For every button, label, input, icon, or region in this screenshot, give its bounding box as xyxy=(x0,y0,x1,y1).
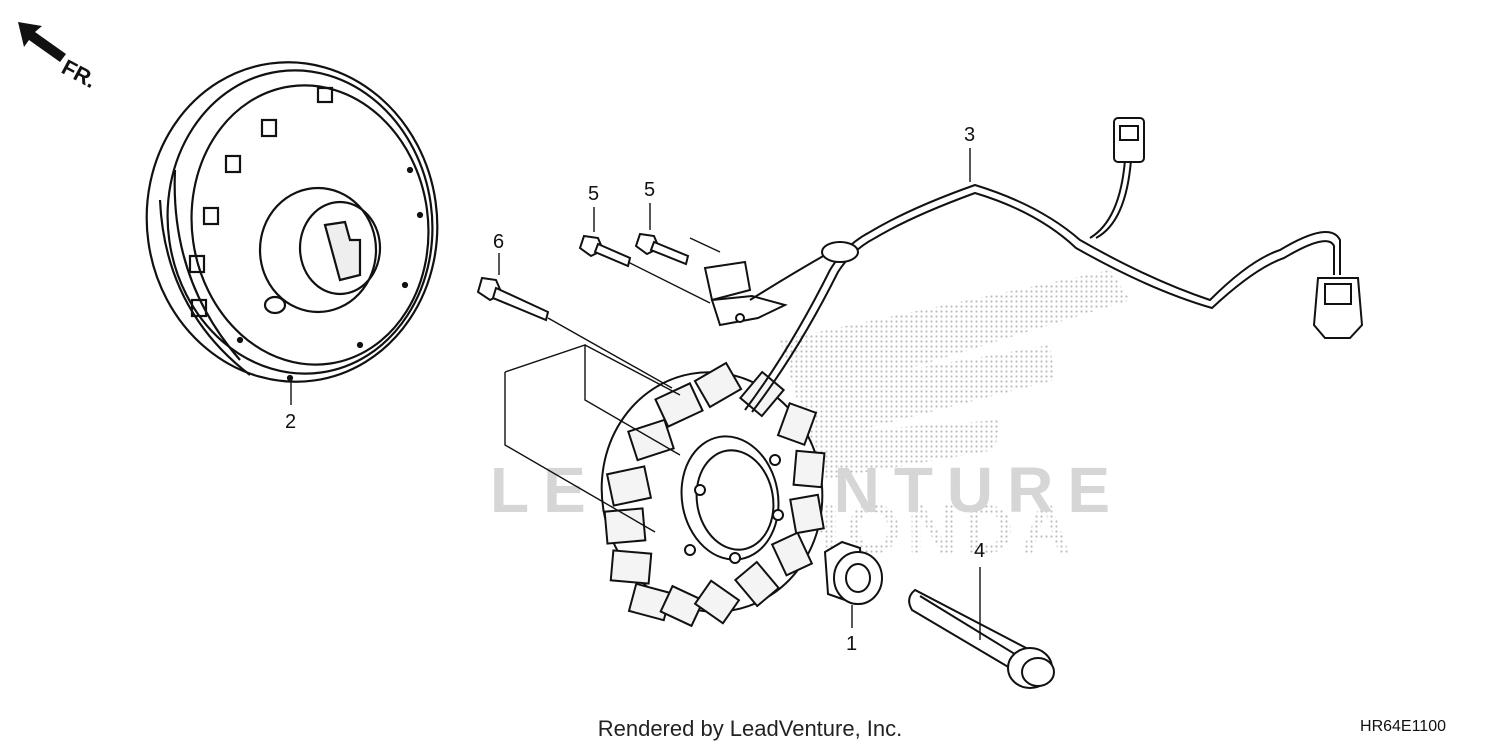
callout-1: 1 xyxy=(846,633,857,655)
callout-5b: 5 xyxy=(644,179,655,201)
callout-5: 5 xyxy=(588,183,599,205)
footer-credit: Rendered by LeadVenture, Inc. xyxy=(597,716,903,741)
stator-bolt xyxy=(476,276,550,322)
diagram-code: HR64E1100 xyxy=(1360,718,1446,735)
stator-coil xyxy=(600,361,826,628)
pulse-generator-bolt xyxy=(578,234,632,268)
flywheel xyxy=(145,61,439,383)
direction-indicator: FR. xyxy=(18,22,101,93)
arrow-up-left-icon xyxy=(18,22,66,62)
flange-bolt xyxy=(908,588,1055,689)
callout-3: 3 xyxy=(964,124,975,146)
direction-label: FR. xyxy=(58,54,101,93)
pulse-generator-bolt xyxy=(634,232,690,266)
callout-4: 4 xyxy=(974,540,985,562)
leader-lines xyxy=(504,237,721,533)
callout-2: 2 xyxy=(285,411,296,433)
callouts: 1 2 3 4 5 5 6 xyxy=(285,124,985,655)
callout-6: 6 xyxy=(493,231,504,253)
washer-collar xyxy=(823,540,883,605)
pulse-generator xyxy=(703,260,788,327)
wire-harness xyxy=(744,117,1364,413)
wing-logo-watermark xyxy=(780,270,1130,480)
